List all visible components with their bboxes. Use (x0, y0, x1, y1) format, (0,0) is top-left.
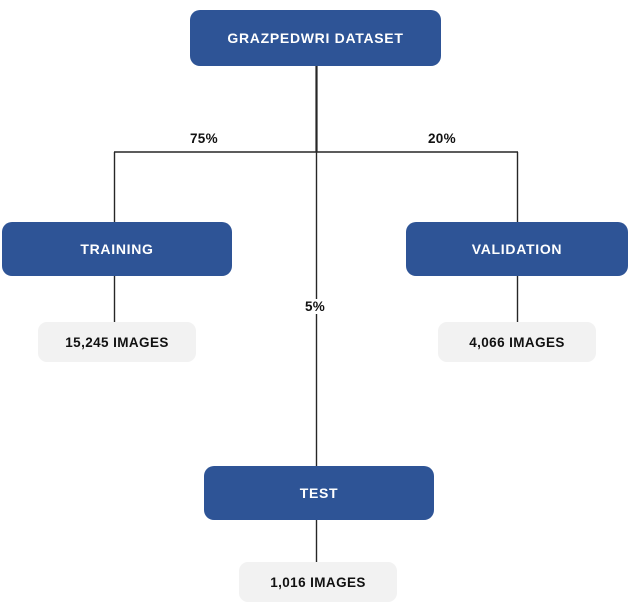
node-training-label: TRAINING (80, 241, 154, 257)
node-test[interactable]: TEST (204, 466, 434, 520)
node-validation-label: VALIDATION (471, 241, 563, 257)
chip-training-images-label: 15,245 IMAGES (65, 334, 169, 350)
edge-label-validation-percent: 20% (424, 131, 460, 146)
chip-test-images: 1,016 IMAGES (239, 562, 397, 602)
chip-validation-images-label: 4,066 IMAGES (469, 334, 565, 350)
node-test-label: TEST (299, 485, 339, 501)
edge-label-training-percent: 75% (186, 131, 222, 146)
node-dataset-label: GRAZPEDWRI DATASET (227, 30, 404, 46)
node-validation[interactable]: VALIDATION (406, 222, 628, 276)
chip-test-images-label: 1,016 IMAGES (270, 574, 366, 590)
node-training[interactable]: TRAINING (2, 222, 232, 276)
edge-label-test-percent: 5% (301, 299, 330, 314)
node-dataset[interactable]: GRAZPEDWRI DATASET (190, 10, 441, 66)
chip-training-images: 15,245 IMAGES (38, 322, 196, 362)
chip-validation-images: 4,066 IMAGES (438, 322, 596, 362)
